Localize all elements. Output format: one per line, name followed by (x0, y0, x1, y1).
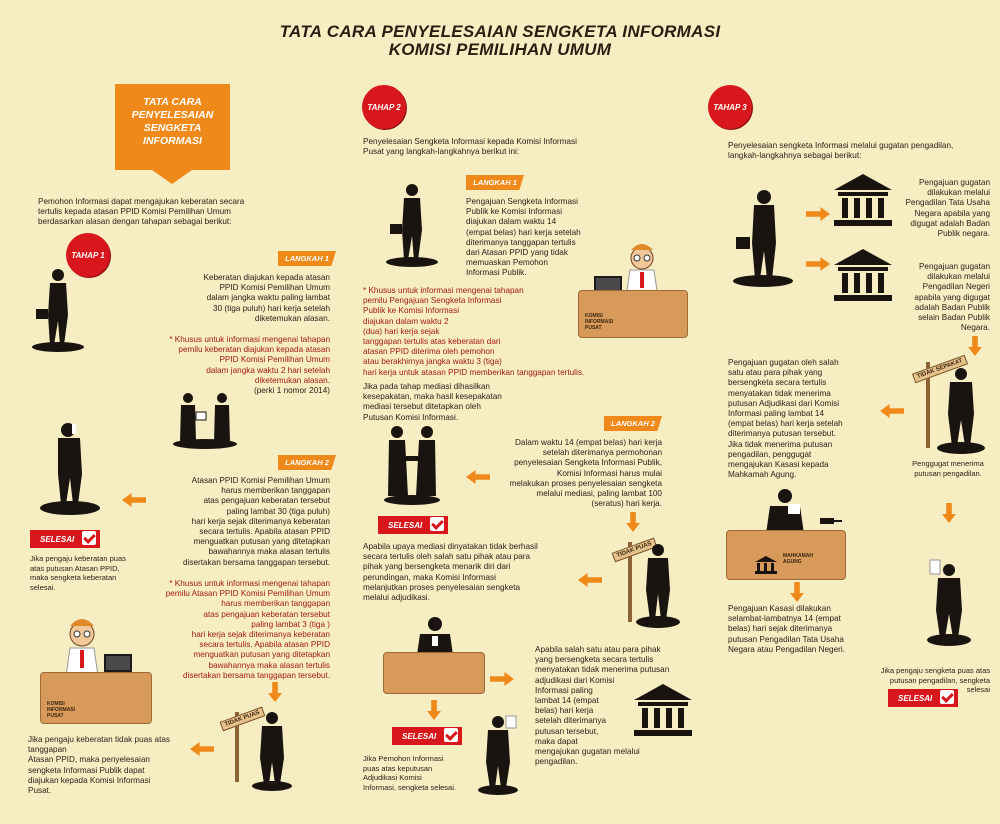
ptun-courthouse-icon (834, 174, 892, 226)
sign-pole (235, 712, 239, 782)
tahap3-intro: Penyelesaian sengketa Informasi melalui … (728, 141, 954, 161)
tahap2-intro: Penyelesaian Sengketa Informasi kepada K… (363, 137, 577, 157)
tahap2-selesai-badge: SELESAI (392, 727, 462, 745)
tahap1-selesai-badge: SELESAI (30, 530, 100, 548)
tahap3-puas-text: Jika pengaju sengketa puas atas putusan … (880, 666, 990, 694)
tahap3-ptun-text: Pengajuan gugatan dilakukan melalui Peng… (905, 178, 990, 239)
arrow-down-icon (626, 512, 640, 532)
tahap3-selesai-badge: SELESAI (888, 689, 958, 707)
tahap1-puas-text: Jika pengaju keberatan puas atas putusan… (30, 554, 126, 592)
tahap3-penggugat-text: Penggugat menerima putusan pengadilan. (912, 459, 984, 478)
sign-pole (628, 542, 632, 622)
tahap3-tidak-sepakat-text: Pengajuan gugatan oleh salah satu atau p… (728, 358, 843, 480)
walking-person-icon (386, 184, 438, 267)
tahap-3-badge: TAHAP 3 (708, 85, 752, 129)
walking-person-icon (733, 190, 793, 287)
tahap1-langkah2-special: * Khusus untuk informasi mengenai tahapa… (165, 579, 330, 680)
intro-text: Pemohon Informasi dapat mengajukan keber… (38, 197, 245, 227)
komisi-informasi-desk: KOMISI INFORMASI PUSAT (40, 672, 152, 724)
tahap2-langkah2-text: Dalam waktu 14 (empat belas) hari kerja … (509, 438, 662, 509)
arrow-down-icon (427, 700, 441, 720)
arrow-down-icon (268, 682, 282, 702)
page-subtitle: KOMISI PEMILIHAN UMUM (388, 40, 612, 59)
tahap2-mediasi-text: Jika pada tahap mediasi dihasilkan kesep… (363, 382, 502, 422)
checkmark-icon (430, 517, 444, 531)
intro-box: TATA CARA PENYELESAIAN SENGKETA INFORMAS… (115, 84, 230, 170)
komisi-informasi-desk: KOMISI INFORMASI PUSAT (578, 290, 688, 338)
tahap1-langkah1-special: * Khusus untuk informasi mengenai tahapa… (169, 335, 330, 385)
handshake-icon (384, 426, 440, 505)
checkmark-icon (82, 531, 96, 545)
tahap-1-badge: TAHAP 1 (66, 233, 110, 277)
tahap-2-badge: TAHAP 2 (362, 85, 406, 129)
tahap1-reference: (perki 1 nomor 2014) (254, 386, 330, 395)
person-phone-icon (40, 423, 100, 515)
arrow-left-icon (466, 470, 490, 484)
checkmark-icon (444, 728, 458, 742)
checkmark-icon (940, 690, 954, 704)
page-title: TATA CARA PENYELESAIAN SENGKETA INFORMAS… (279, 22, 721, 41)
adjudikasi-desk (383, 652, 485, 694)
tahap2-langkah1-special: * Khusus untuk informasi mengenai tahapa… (363, 286, 585, 377)
tahap2-langkah2-label: LANGKAH 2 (604, 416, 662, 431)
cartoon-official-icon (594, 244, 659, 299)
person-document-icon (478, 715, 518, 795)
standing-person-icon (636, 544, 680, 628)
tahap2-puas-text: Jika Pemohon Informasi puas atas keputus… (363, 754, 456, 792)
tahap1-langkah2-label: LANGKAH 2 (278, 455, 336, 470)
courthouse-icon (755, 556, 777, 574)
arrow-left-icon (880, 404, 904, 418)
sign-pole (926, 362, 930, 448)
tahap2-gagal-text: Apabila upaya mediasi dinyatakan tidak b… (363, 542, 538, 603)
arrow-right-icon (490, 672, 514, 686)
standing-person-icon (252, 712, 292, 791)
arrow-right-icon (806, 207, 830, 221)
standing-person-icon (937, 368, 985, 454)
tahap1-langkah1-label: LANGKAH 1 (278, 251, 336, 266)
tahap1-tidak-puas-text: Jika pengaju keberatan tidak puas atas t… (28, 735, 171, 796)
courthouse-icon (634, 684, 692, 736)
tahap2-selesai-badge-top: SELESAI (378, 516, 448, 534)
tahap1-langkah2-text: Atasan PPID Komisi Pemilihan Umum harus … (182, 476, 330, 567)
arrow-right-icon (806, 257, 830, 271)
judge-icon (766, 489, 804, 534)
arrow-left-icon (122, 493, 146, 507)
walking-person-icon (32, 269, 84, 352)
arrow-down-icon (968, 336, 982, 356)
tahap3-pn-text: Pengajuan gugatan dilakukan melalui Peng… (914, 262, 990, 333)
cartoon-official-icon (65, 619, 132, 677)
gavel-icon (820, 518, 842, 524)
intro-box-pointer (152, 170, 192, 184)
pn-courthouse-icon (834, 249, 892, 301)
tahap2-langkah1-text: Pengajuan Sengketa Informasi Publik ke K… (466, 197, 581, 278)
person-document-icon (927, 559, 971, 646)
arrow-down-icon (942, 503, 956, 523)
tahap2-adjudikasi-text: Apabila salah satu atau para pihak yang … (535, 645, 670, 767)
tahap3-kasasi-text: Pengajuan Kasasi dilakukan selambat-lamb… (728, 604, 845, 654)
mahkamah-agung-desk: MAHKAMAH AGUNG (726, 530, 846, 580)
tahap2-langkah1-label: LANGKAH 1 (466, 175, 524, 190)
arrow-down-icon (790, 582, 804, 602)
arrow-left-icon (578, 573, 602, 587)
meeting-people-icon (173, 393, 237, 449)
tahap1-langkah1-text: Keberatan diajukan kepada atasan PPID Ko… (203, 273, 330, 323)
